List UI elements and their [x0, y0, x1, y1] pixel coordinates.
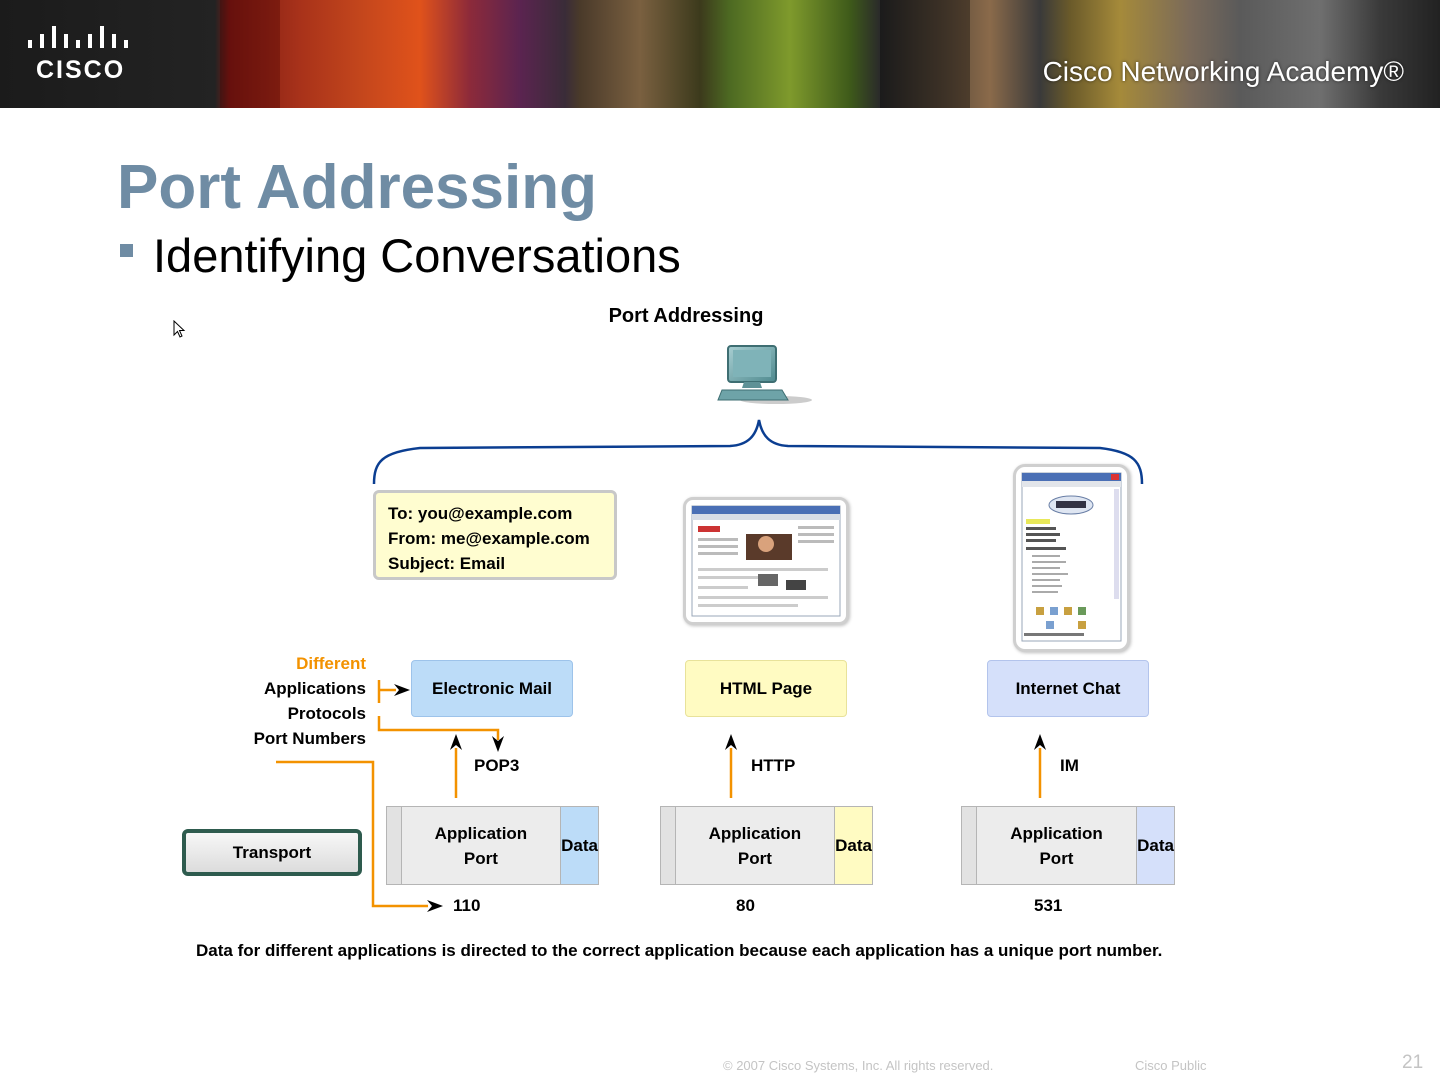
segment-application-port: Application Port — [402, 807, 562, 884]
diagram-title: Port Addressing — [608, 305, 764, 327]
segment-html: Application Port Data — [660, 806, 873, 885]
segment-email: Application Port Data — [386, 806, 599, 885]
arrow-head-icon — [427, 900, 443, 912]
app-box-internet-chat: Internet Chat — [987, 660, 1149, 717]
orange-protocol-line — [377, 716, 500, 740]
port-number-110: 110 — [453, 896, 481, 915]
arrow-head-icon — [725, 734, 737, 750]
app-box-html-page: HTML Page — [685, 660, 847, 717]
segment-header-edge — [661, 807, 676, 884]
label-different: Different — [296, 654, 366, 673]
transport-layer-box: Transport — [182, 829, 362, 876]
banner-photo-strip — [880, 0, 970, 108]
banner-photo-strip — [220, 0, 280, 108]
footer-copyright: © 2007 Cisco Systems, Inc. All rights re… — [723, 1058, 994, 1073]
bullet-text: Identifying Conversations — [153, 229, 681, 282]
web-page-icon — [691, 505, 841, 617]
segment-header-edge — [387, 807, 402, 884]
cisco-logo: CISCO — [24, 26, 134, 86]
chat-window-thumbnail — [1013, 464, 1130, 652]
port-number-531: 531 — [1034, 896, 1063, 915]
label-protocols: Protocols — [287, 704, 366, 723]
segment-chat: Application Port Data — [961, 806, 1175, 885]
cursor-icon — [173, 320, 186, 338]
diagram-caption: Data for different applications is direc… — [196, 941, 1163, 960]
protocol-label-http: HTTP — [751, 756, 796, 775]
web-page-thumbnail — [683, 497, 849, 625]
bullet-marker — [120, 244, 133, 257]
email-preview: To: you@example.com From: me@example.com… — [373, 490, 617, 580]
academy-title: Cisco Networking Academy® — [1042, 56, 1404, 87]
email-to: To: you@example.com — [388, 504, 573, 523]
arrow-head-icon — [492, 736, 504, 752]
label-port-numbers: Port Numbers — [253, 729, 366, 748]
computer-icon — [717, 345, 812, 404]
cisco-wordmark: CISCO — [36, 56, 126, 84]
app-box-electronic-mail: Electronic Mail — [411, 660, 573, 717]
segment-data: Data — [835, 807, 872, 884]
page-number: 21 — [1402, 1052, 1424, 1073]
port-number-80: 80 — [736, 896, 755, 915]
header-banner: CISCO Cisco Networking Academy® — [0, 0, 1440, 108]
arrow-head-icon — [394, 684, 410, 696]
cisco-bars-icon — [28, 26, 128, 48]
protocol-label-im: IM — [1060, 756, 1079, 775]
email-from: From: me@example.com — [388, 529, 590, 548]
grouping-brace — [372, 419, 1144, 485]
page-title: Port Addressing — [117, 153, 597, 222]
arrow-head-icon — [1034, 734, 1046, 750]
segment-application-port: Application Port — [977, 807, 1138, 884]
label-applications: Applications — [263, 679, 366, 698]
protocol-label-pop3: POP3 — [474, 756, 520, 775]
arrow-head-icon — [450, 734, 462, 750]
email-subject: Subject: Email — [388, 554, 506, 573]
segment-header-edge — [962, 807, 977, 884]
segment-data: Data — [1137, 807, 1174, 884]
segment-application-port: Application Port — [676, 807, 836, 884]
segment-data: Data — [561, 807, 598, 884]
instant-messenger-icon — [1021, 472, 1122, 642]
footer-classification: Cisco Public — [1135, 1058, 1207, 1073]
